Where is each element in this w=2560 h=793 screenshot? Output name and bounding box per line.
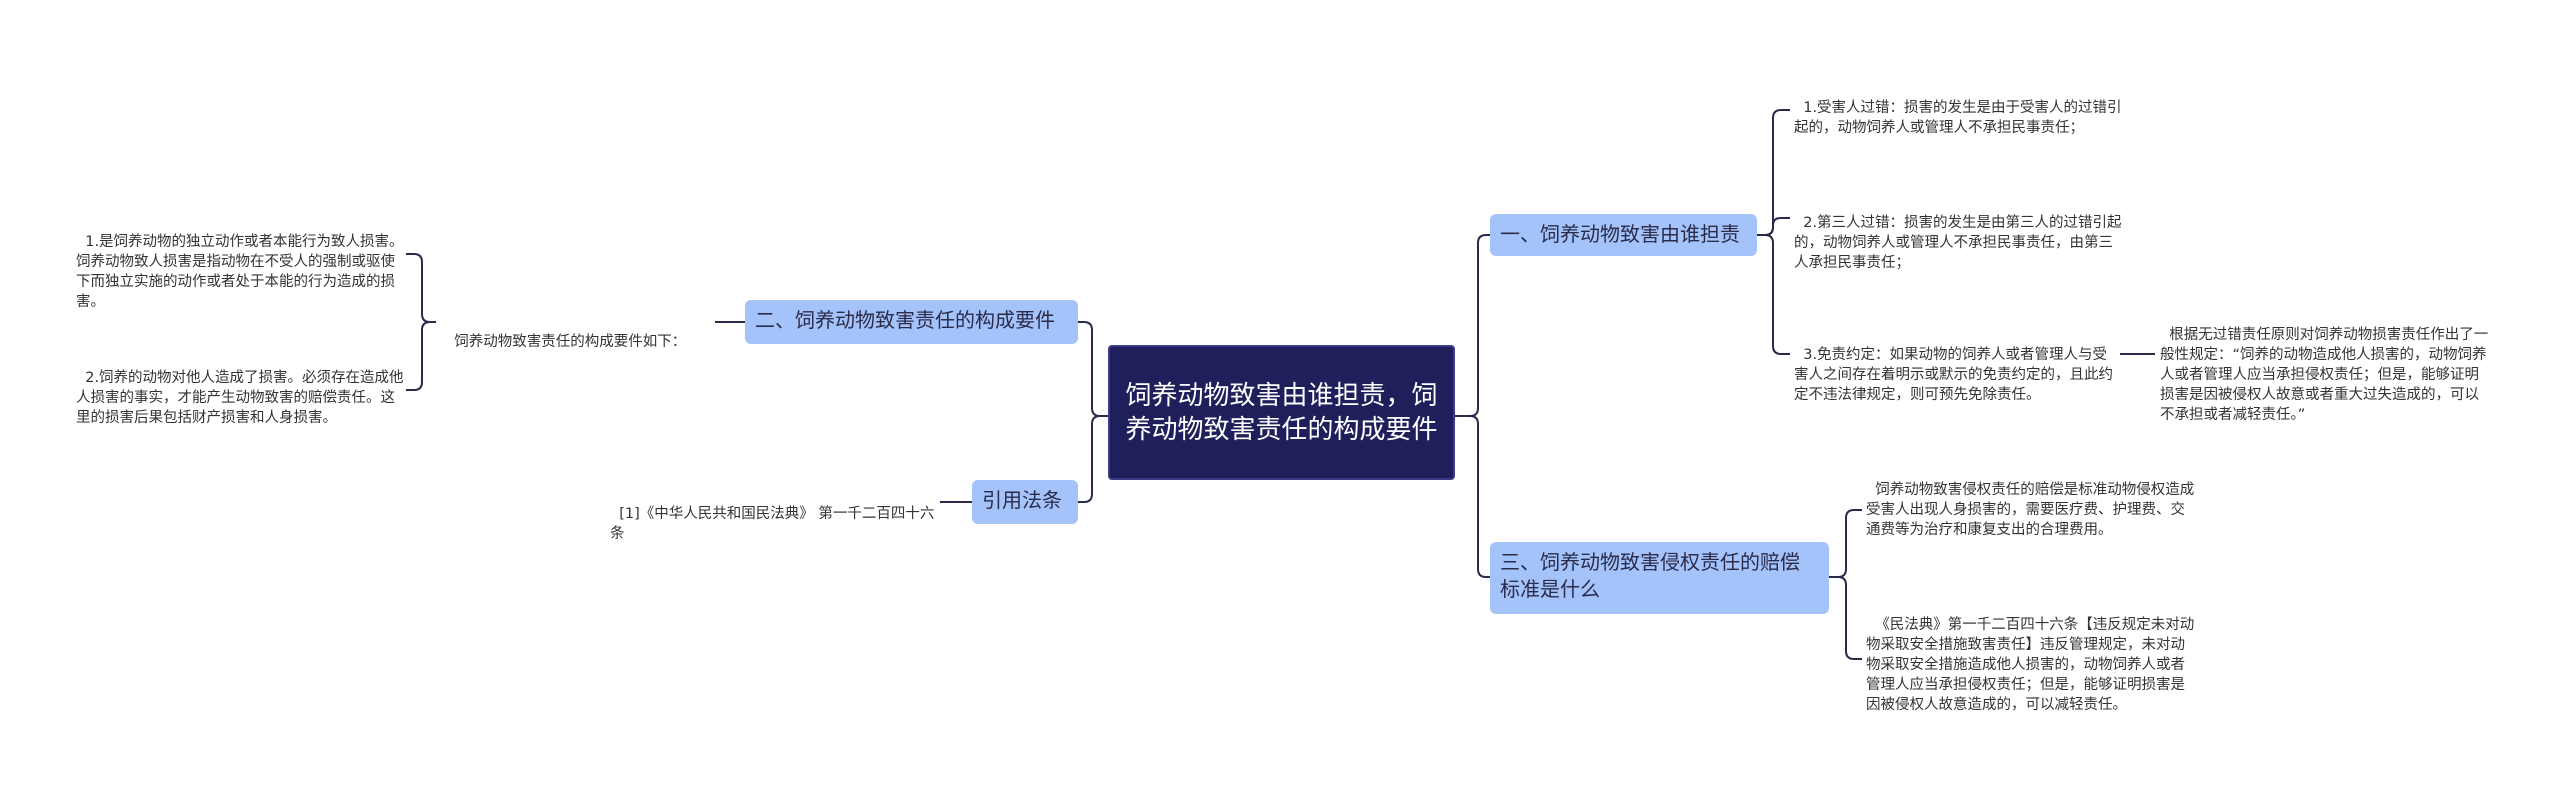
- leaf-damage-caused[interactable]: 2.饲养的动物对他人造成了损害。必须存在造成他人损害的事实，才能产生动物致害的赔…: [76, 348, 406, 428]
- link-branch1-leaf1: [1757, 109, 1790, 236]
- leaf-exemption-agreement[interactable]: 3.免责约定：如果动物的饲养人或者管理人与受害人之间存在着明示或默示的免责约定的…: [1794, 325, 2120, 405]
- leaf-text: 饲养动物致害侵权责任的赔偿是标准动物侵权造成受害人出现人身损害的，需要医疗费、护…: [1866, 482, 2195, 538]
- link-root-branch2: [1078, 321, 1108, 417]
- link-root-branch1: [1455, 234, 1490, 417]
- leaf-third-party-fault[interactable]: 2.第三人过错：损害的发生是由第三人的过错引起的，动物饲养人或管理人不承担民事责…: [1794, 193, 2124, 273]
- link-branch3-leaf1: [1829, 509, 1862, 578]
- link-branch1-leaf2: [1757, 217, 1790, 236]
- branch-cited-law[interactable]: 引用法条: [972, 480, 1078, 524]
- leaf-victim-fault[interactable]: 1.受害人过错：损害的发生是由于受害人的过错引起的，动物饲养人或管理人不承担民事…: [1794, 78, 2124, 138]
- root-topic[interactable]: 饲养动物致害由谁担责，饲养动物致害责任的构成要件: [1108, 345, 1455, 480]
- link-root-branch3: [1455, 415, 1490, 578]
- leaf-civil-code-reference[interactable]: [1]《中华人民共和国民法典》 第一千二百四十六条: [610, 484, 940, 544]
- leaf-text: [1]《中华人民共和国民法典》 第一千二百四十六条: [610, 506, 935, 542]
- link-root-branch4: [1078, 415, 1108, 503]
- leaf-text: 根据无过错责任原则对饲养动物损害责任作出了一般性规定：“饲养的动物造成他人损害的…: [2160, 327, 2489, 423]
- root-topic-title: 饲养动物致害由谁担责，饲养动物致害责任的构成要件: [1125, 380, 1438, 445]
- branch-label: 引用法条: [982, 488, 1062, 512]
- branch-compensation-standard[interactable]: 三、饲养动物致害侵权责任的赔偿标准是什么: [1490, 542, 1829, 614]
- leaf-text: 饲养动物致害责任的构成要件如下：: [454, 334, 687, 350]
- branch-label: 一、饲养动物致害由谁担责: [1500, 222, 1740, 246]
- leaf-compensation-expenses[interactable]: 饲养动物致害侵权责任的赔偿是标准动物侵权造成受害人出现人身损害的，需要医疗费、护…: [1866, 460, 2196, 540]
- branch-who-is-liable[interactable]: 一、饲养动物致害由谁担责: [1490, 214, 1757, 256]
- leaf-text: 1.是饲养动物的独立动作或者本能行为致人损害。饲养动物致人损害是指动物在不受人的…: [76, 234, 404, 310]
- leaf-text: 1.受害人过错：损害的发生是由于受害人的过错引起的，动物饲养人或管理人不承担民事…: [1794, 100, 2122, 136]
- branch-constituent-elements[interactable]: 二、饲养动物致害责任的构成要件: [745, 300, 1078, 344]
- leaf-no-fault-principle-note[interactable]: 根据无过错责任原则对饲养动物损害责任作出了一般性规定：“饲养的动物造成他人损害的…: [2160, 305, 2490, 425]
- link-mid-leaf2: [406, 321, 436, 391]
- leaf-civil-code-1246[interactable]: 《民法典》第一千二百四十六条【违反规定未对动物采取安全措施致害责任】违反管理规定…: [1866, 595, 2196, 715]
- link-branch3-leaf2: [1829, 576, 1862, 660]
- leaf-text: 2.饲养的动物对他人造成了损害。必须存在造成他人损害的事实，才能产生动物致害的赔…: [76, 370, 404, 426]
- leaf-text: 2.第三人过错：损害的发生是由第三人的过错引起的，动物饲养人或管理人不承担民事责…: [1794, 215, 2122, 271]
- leaf-text: 3.免责约定：如果动物的饲养人或者管理人与受害人之间存在着明示或默示的免责约定的…: [1794, 347, 2113, 403]
- branch-label: 三、饲养动物致害侵权责任的赔偿标准是什么: [1500, 550, 1800, 601]
- link-mid-leaf1: [406, 253, 436, 323]
- leaf-independent-action[interactable]: 1.是饲养动物的独立动作或者本能行为致人损害。饲养动物致人损害是指动物在不受人的…: [76, 212, 406, 312]
- link-branch1-leaf3: [1757, 234, 1790, 355]
- leaf-text: 《民法典》第一千二百四十六条【违反规定未对动物采取安全措施致害责任】违反管理规定…: [1866, 617, 2195, 713]
- branch-label: 二、饲养动物致害责任的构成要件: [755, 308, 1055, 332]
- mid-elements-intro[interactable]: 饲养动物致害责任的构成要件如下：: [445, 312, 715, 352]
